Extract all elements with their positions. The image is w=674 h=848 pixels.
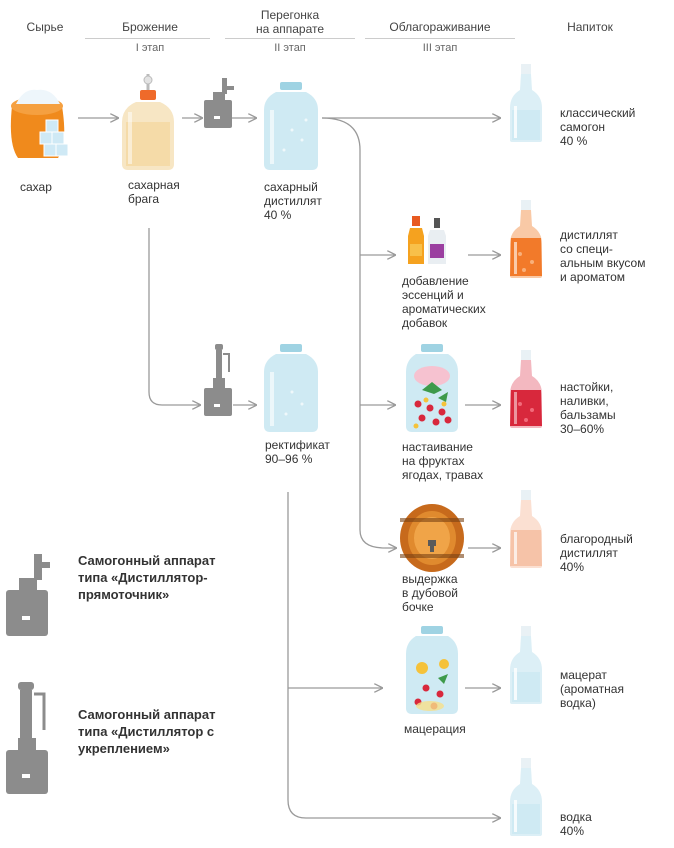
legend-item-straight-line1: Самогонный аппарат xyxy=(78,553,216,568)
apparatus-reflux-icon xyxy=(204,344,232,416)
drink-flavored-line2: со специ- xyxy=(560,242,613,256)
drink-tinctures-line4: 30–60% xyxy=(560,422,605,436)
label-aging-line1: выдержка xyxy=(402,572,458,586)
drink-macerate-line2: (ароматная xyxy=(560,682,624,696)
drink-noble-line3: 40% xyxy=(560,560,585,574)
drink-noble-line2: дистиллят xyxy=(560,546,618,560)
label-rectified: ректификат 90–96 % xyxy=(265,438,330,466)
drink-macerate-line1: мацерат xyxy=(560,668,607,682)
header-drink: Напиток xyxy=(567,20,613,34)
drink-tinctures-line1: настойки, xyxy=(560,380,614,394)
header-underline-distill xyxy=(225,38,355,39)
legend-item-reflux-line1: Самогонный аппарат xyxy=(78,707,216,722)
label-essences-line2: эссенций и xyxy=(402,288,464,302)
label-aging-line2: в дубовой xyxy=(402,586,459,600)
line-braga-down xyxy=(148,228,200,405)
legend-item-straight-line3: прямоточник» xyxy=(78,587,170,602)
drink-flavored-line1: дистиллят xyxy=(560,228,618,242)
header-distill: Перегонка на аппарате xyxy=(230,8,350,36)
infusion-jar-icon xyxy=(406,344,458,432)
label-maceration: мацерация xyxy=(404,722,466,736)
drink-classic-line2: самогон xyxy=(560,120,606,134)
bottle-vodka-icon xyxy=(510,758,542,836)
legend-item-straight-line2: типа «Дистиллятор- xyxy=(78,570,208,585)
oak-barrel-icon xyxy=(400,504,464,572)
label-distillate-line2: дистиллят xyxy=(264,194,322,208)
header-ferment-stage: I этап xyxy=(135,42,165,54)
drink-tinctures-line3: бальзамы xyxy=(560,408,616,422)
drink-noble: благородный дистиллят 40% xyxy=(560,532,633,574)
legend-item-reflux-line3: укреплением» xyxy=(78,741,170,756)
legend-item-reflux-line2: типа «Дистиллятор с xyxy=(78,724,215,739)
label-distillate-line1: сахарный xyxy=(264,180,318,194)
drink-macerate-line3: водка) xyxy=(560,696,596,710)
maceration-jar-icon xyxy=(406,626,458,714)
header-distill-stage: II этап xyxy=(274,42,306,54)
label-rectified-line2: 90–96 % xyxy=(265,452,313,466)
header-refine: Облагораживание xyxy=(389,20,491,34)
bottle-tinctures-icon xyxy=(510,350,542,428)
label-essences-line3: ароматических xyxy=(402,302,486,316)
rectified-jar-icon xyxy=(264,344,318,432)
legend-item-reflux: Самогонный аппарат типа «Дистиллятор с у… xyxy=(78,706,215,757)
bottle-macerate-icon xyxy=(510,626,542,704)
label-infusion-line1: настаивание xyxy=(402,440,473,454)
label-infusion-line2: на фруктах xyxy=(402,454,465,468)
header-ferment: Брожение xyxy=(122,20,178,34)
drink-vodka: водка 40% xyxy=(560,810,592,838)
label-rectified-line1: ректификат xyxy=(265,438,330,452)
legend-straight-icon xyxy=(6,554,50,636)
header-underline-refine xyxy=(365,38,515,39)
drink-tinctures: настойки, наливки, бальзамы 30–60% xyxy=(560,380,616,436)
drink-flavored-line3: альным вкусом xyxy=(560,256,646,270)
label-braga: сахарная брага xyxy=(128,178,180,206)
essence-bottles-icon xyxy=(408,216,446,264)
line-rectified-down xyxy=(287,492,500,818)
drink-classic-line3: 40 % xyxy=(560,134,588,148)
sugar-bag-icon xyxy=(10,89,69,158)
line-distillate-branch xyxy=(321,117,386,549)
drink-vodka-line1: водка xyxy=(560,810,592,824)
label-distillate: сахарный дистиллят 40 % xyxy=(264,180,322,222)
drink-macerate: мацерат (ароматная водка) xyxy=(560,668,624,710)
bottle-classic-icon xyxy=(510,64,542,142)
drink-classic-line1: классический xyxy=(560,106,636,120)
label-braga-line1: сахарная xyxy=(128,178,180,192)
header-distill-line1: Перегонка xyxy=(260,8,320,22)
drink-flavored: дистиллят со специ- альным вкусом и аром… xyxy=(560,228,645,284)
label-sugar: сахар xyxy=(20,180,52,194)
label-aging-line3: бочке xyxy=(402,600,434,614)
drink-classic: классический самогон 40 % xyxy=(560,106,635,148)
label-braga-line2: брага xyxy=(128,192,160,206)
label-essences-line4: добавок xyxy=(402,316,448,330)
label-essences-line1: добавление xyxy=(402,274,469,288)
braga-jar-icon xyxy=(122,74,174,170)
header-raw: Сырье xyxy=(26,20,64,34)
label-infusion-line3: ягодах, травах xyxy=(402,468,484,482)
drink-tinctures-line2: наливки, xyxy=(560,394,609,408)
drink-vodka-line2: 40% xyxy=(560,824,585,838)
label-distillate-line3: 40 % xyxy=(264,208,292,222)
label-aging: выдержка в дубовой бочке xyxy=(402,572,458,614)
legend-reflux-icon xyxy=(6,682,48,794)
bottle-flavored-icon xyxy=(510,200,542,278)
drink-noble-line1: благородный xyxy=(560,532,633,546)
apparatus-straight-icon xyxy=(204,78,234,128)
header-underline-ferment xyxy=(85,38,210,39)
label-infusion: настаивание на фруктах ягодах, травах xyxy=(402,440,483,482)
legend-item-straight: Самогонный аппарат типа «Дистиллятор- пр… xyxy=(78,552,215,603)
header-refine-stage: III этап xyxy=(422,42,458,54)
bottle-noble-icon xyxy=(510,490,542,568)
distillate-jar-icon xyxy=(264,82,318,170)
drink-flavored-line4: и ароматом xyxy=(560,270,626,284)
header-distill-line2: на аппарате xyxy=(255,22,325,36)
label-essences: добавление эссенций и ароматических доба… xyxy=(402,274,486,330)
